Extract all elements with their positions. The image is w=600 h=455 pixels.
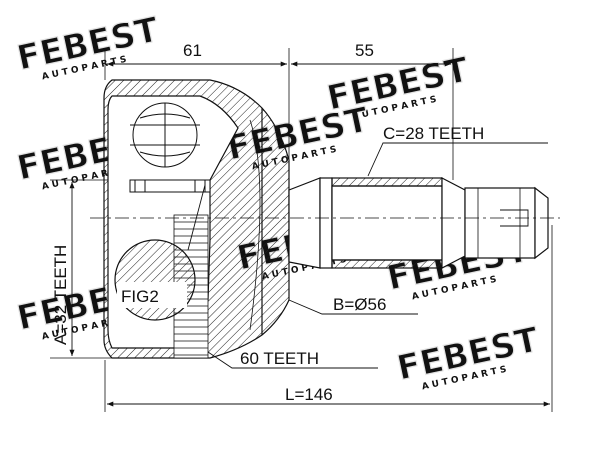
watermark-logo: FEBEST A U T O P A R T S (393, 319, 543, 392)
dimension-labels: 61 55 C=28 TEETH A=32 TEETH B=Ø56 60 TEE… (51, 41, 484, 404)
ball-cage (129, 102, 211, 193)
shaft-spline-lines (332, 185, 442, 261)
shaft-thread (464, 187, 536, 259)
watermark-logo: FEBEST A U T O P A R T S (13, 9, 163, 82)
shaft (288, 177, 549, 269)
shaft-tip (534, 186, 549, 260)
leader-lines (207, 142, 548, 369)
length-l-label: L=146 (285, 385, 333, 404)
dim-61-label: 61 (183, 41, 202, 60)
dimension-lines (69, 61, 550, 407)
abs-teeth-label: 60 TEETH (240, 349, 319, 368)
leader-c (367, 142, 548, 177)
fig2-label: FIG2 (121, 287, 159, 306)
diameter-b-label: B=Ø56 (333, 295, 386, 314)
shaft-step (441, 177, 466, 269)
shaft-neck (288, 177, 321, 269)
leader-b (288, 299, 418, 315)
housing-outline-inner (249, 119, 261, 331)
shaft-thread-lines (477, 188, 521, 258)
fig2-leader (187, 184, 206, 251)
dim-55-label: 55 (355, 41, 374, 60)
spline-a-label: A=32 TEETH (51, 245, 70, 345)
leader-60 (207, 351, 378, 369)
shaft-body (319, 177, 333, 269)
fig2-callout: FIG2 (114, 184, 206, 321)
spline-c-label: C=28 TEETH (383, 124, 484, 143)
